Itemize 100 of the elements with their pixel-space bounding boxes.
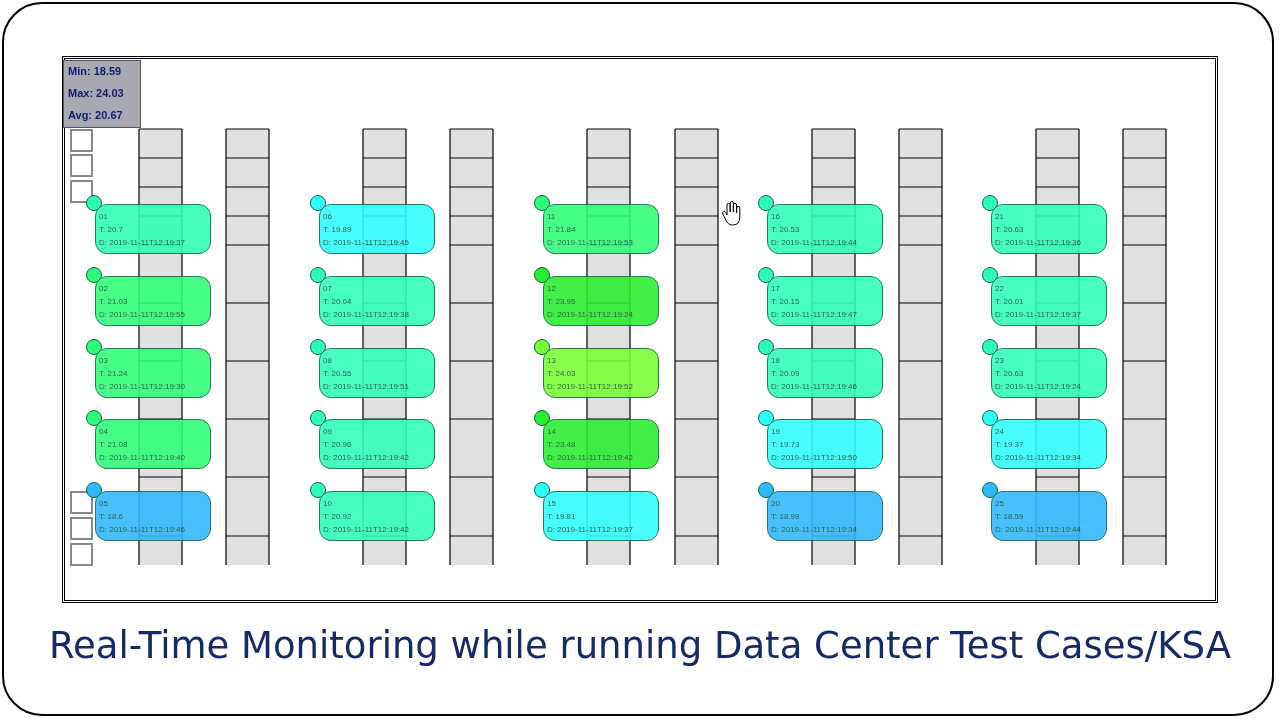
sensor-card: [767, 491, 883, 541]
sensor-card: [991, 491, 1107, 541]
temperature-reading: T: 21.08: [99, 439, 129, 451]
timestamp: D: 2019-11-11T12:19:42: [547, 452, 634, 464]
timestamp: D: 2019-11-11T12:19:46: [99, 524, 186, 536]
sensor-card: [95, 491, 211, 541]
sensor-card: [319, 204, 435, 254]
temperature-reading: T: 24.03: [547, 368, 577, 380]
timestamp: D: 2019-11-11T12:19:37: [995, 309, 1082, 321]
sensor-card: [991, 276, 1107, 326]
timestamp: D: 2019-11-11T12:19:34: [771, 524, 858, 536]
sensor-card: [95, 276, 211, 326]
timestamp: D: 2019-11-11T12:19:52: [547, 381, 634, 393]
timestamp: D: 2019-11-11T12:19:30: [99, 381, 186, 393]
timestamp: D: 2019-11-11T12:19:53: [547, 237, 634, 249]
temperature-reading: T: 19.73: [771, 439, 801, 451]
timestamp: D: 2019-11-11T12:19:36: [995, 237, 1082, 249]
sensor-card: [95, 419, 211, 469]
sensor-id: 15: [547, 498, 557, 510]
sensor-card: [543, 491, 659, 541]
sensor-card: [319, 276, 435, 326]
temperature-reading: T: 18.6: [99, 511, 124, 523]
temperature-reading: T: 20.04: [323, 296, 353, 308]
sensor-id: 02: [99, 283, 109, 295]
timestamp: D: 2019-11-11T12:19:51: [323, 381, 410, 393]
temperature-reading: T: 21.84: [547, 224, 577, 236]
sensor-id: 21: [995, 211, 1005, 223]
sensor-id: 25: [995, 498, 1005, 510]
temperature-reading: T: 21.24: [99, 368, 129, 380]
sensor-id: 03: [99, 355, 109, 367]
temperature-reading: T: 19.37: [995, 439, 1025, 451]
sensor-card: [543, 348, 659, 398]
temperature-reading: T: 20.96: [323, 439, 353, 451]
sensor-card: [319, 491, 435, 541]
sensor-id: 13: [547, 355, 557, 367]
timestamp: D: 2019-11-11T12:19:37: [547, 524, 634, 536]
timestamp: D: 2019-11-11T12:19:38: [323, 309, 410, 321]
sensor-card: [319, 419, 435, 469]
sensor-card: [95, 204, 211, 254]
temperature-reading: T: 20.53: [771, 224, 801, 236]
sensor-card: [767, 348, 883, 398]
sensor-card: [95, 348, 211, 398]
temperature-reading: T: 20.92: [323, 511, 353, 523]
sensor-id: 22: [995, 283, 1005, 295]
sensor-card: [767, 276, 883, 326]
timestamp: D: 2019-11-11T12:19:24: [547, 309, 634, 321]
sensor-id: 24: [995, 426, 1005, 438]
timestamp: D: 2019-11-11T12:19:34: [995, 452, 1082, 464]
temperature-reading: T: 20.7: [99, 224, 124, 236]
temperature-reading: T: 23.48: [547, 439, 577, 451]
sensor-id: 23: [995, 355, 1005, 367]
temperature-reading: T: 18.59: [995, 511, 1025, 523]
sensor-id: 10: [323, 498, 333, 510]
sensor-card: [767, 204, 883, 254]
sensor-card: [991, 204, 1107, 254]
timestamp: D: 2019-11-11T12:19:47: [771, 309, 858, 321]
temperature-reading: T: 20.55: [323, 368, 353, 380]
sensor-card: [991, 419, 1107, 469]
temperature-reading: T: 19.89: [323, 224, 353, 236]
temperature-reading: T: 19.81: [547, 511, 577, 523]
timestamp: D: 2019-11-11T12:19:44: [995, 524, 1082, 536]
caption: Real-Time Monitoring while running Data Center Test Cases/KSA: [48, 624, 1232, 667]
timestamp: D: 2019-11-11T12:19:37: [99, 237, 186, 249]
statistics-panel: [63, 60, 141, 128]
sensor-id: 05: [99, 498, 109, 510]
timestamp: D: 2019-11-11T12:19:55: [99, 309, 186, 321]
timestamp: D: 2019-11-11T12:19:44: [771, 237, 858, 249]
sensor-card: [319, 348, 435, 398]
sensor-id: 18: [771, 355, 781, 367]
timestamp: D: 2019-11-11T12:19:42: [323, 452, 410, 464]
sensor-id: 08: [323, 355, 333, 367]
minimum-value: Min: 18.59: [68, 65, 123, 79]
sensor-card: [991, 348, 1107, 398]
sensor-id: 16: [771, 211, 781, 223]
sensor-id: 11: [547, 211, 557, 223]
sensor-card: [543, 276, 659, 326]
temperature-reading: T: 20.15: [771, 296, 801, 308]
temperature-reading: T: 20.63: [995, 224, 1025, 236]
temperature-reading: T: 20.09: [771, 368, 801, 380]
sensor-id: 01: [99, 211, 109, 223]
sensor-id: 12: [547, 283, 557, 295]
sensor-id: 19: [771, 426, 781, 438]
temperature-reading: T: 20.01: [995, 296, 1025, 308]
sensor-card: [543, 204, 659, 254]
temperature-reading: T: 23.95: [547, 296, 577, 308]
sensor-id: 04: [99, 426, 109, 438]
timestamp: D: 2019-11-11T12:19:50: [771, 452, 858, 464]
timestamp: D: 2019-11-11T12:19:42: [323, 524, 410, 536]
timestamp: D: 2019-11-11T12:19:46: [771, 381, 858, 393]
sensor-id: 17: [771, 283, 781, 295]
sensor-id: 09: [323, 426, 333, 438]
average-value: Avg: 20.67: [68, 109, 124, 123]
sensor-card: [767, 419, 883, 469]
timestamp: D: 2019-11-11T12:19:45: [323, 237, 410, 249]
sensor-id: 14: [547, 426, 557, 438]
sensor-id: 20: [771, 498, 781, 510]
temperature-reading: T: 20.63: [995, 368, 1025, 380]
sensor-id: 07: [323, 283, 333, 295]
temperature-reading: T: 18.99: [771, 511, 801, 523]
sensor-id: 06: [323, 211, 333, 223]
